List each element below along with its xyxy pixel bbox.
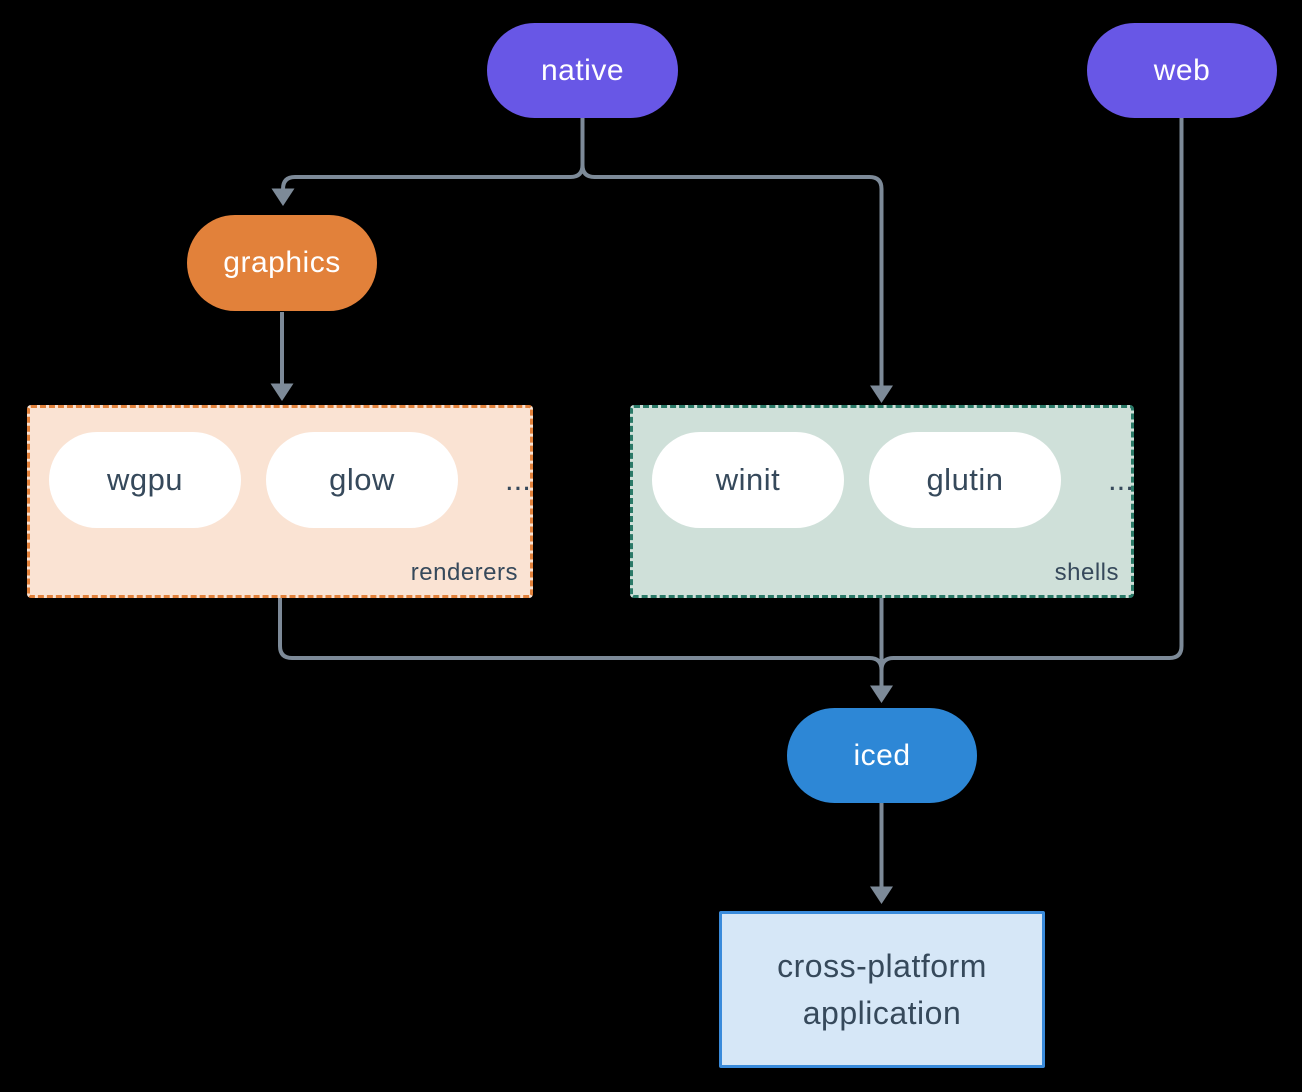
node-winit: winit [652,432,844,528]
shells-group-label: shells [1054,559,1119,586]
connector-renderers-to-iced [278,598,884,671]
renderers-group-label: renderers [410,559,518,586]
node-wgpu-label: wgpu [106,462,184,497]
app-label-line-2: application [802,994,962,1031]
node-native-label: native [540,53,625,87]
node-wgpu: wgpu [49,432,241,528]
node-winit-label: winit [715,462,781,497]
node-web-label: web [1153,53,1211,87]
node-iced-label: iced [853,738,911,772]
connector-shells-to-iced [870,598,893,703]
node-glutin-label: glutin [926,462,1004,497]
connector-native-to-shells [580,118,893,403]
node-graphics-label: graphics [223,246,341,279]
connector-graphics-to-renderers [270,312,294,401]
node-glow-label: glow [329,462,395,497]
node-glow: glow [266,432,458,528]
connector-iced-to-app [870,802,893,904]
renderers-ellipsis: ... [505,462,531,497]
group-renderers: wgpu glow ... renderers [27,405,533,598]
shells-ellipsis: ... [1108,462,1134,497]
group-shells: winit glutin ... shells [630,405,1134,598]
node-glutin: glutin [869,432,1061,528]
renderers-pill-row: wgpu glow ... [49,432,531,528]
node-web: web [1087,23,1277,118]
app-label-line-1: cross-platform [777,947,987,984]
node-iced: iced [787,708,977,803]
connector-native-to-graphics [271,118,585,206]
shells-pill-row: winit glutin ... [652,432,1134,528]
node-native: native [487,23,678,118]
node-cross-platform-application: cross-platform application [719,911,1045,1068]
node-graphics: graphics [187,215,377,311]
